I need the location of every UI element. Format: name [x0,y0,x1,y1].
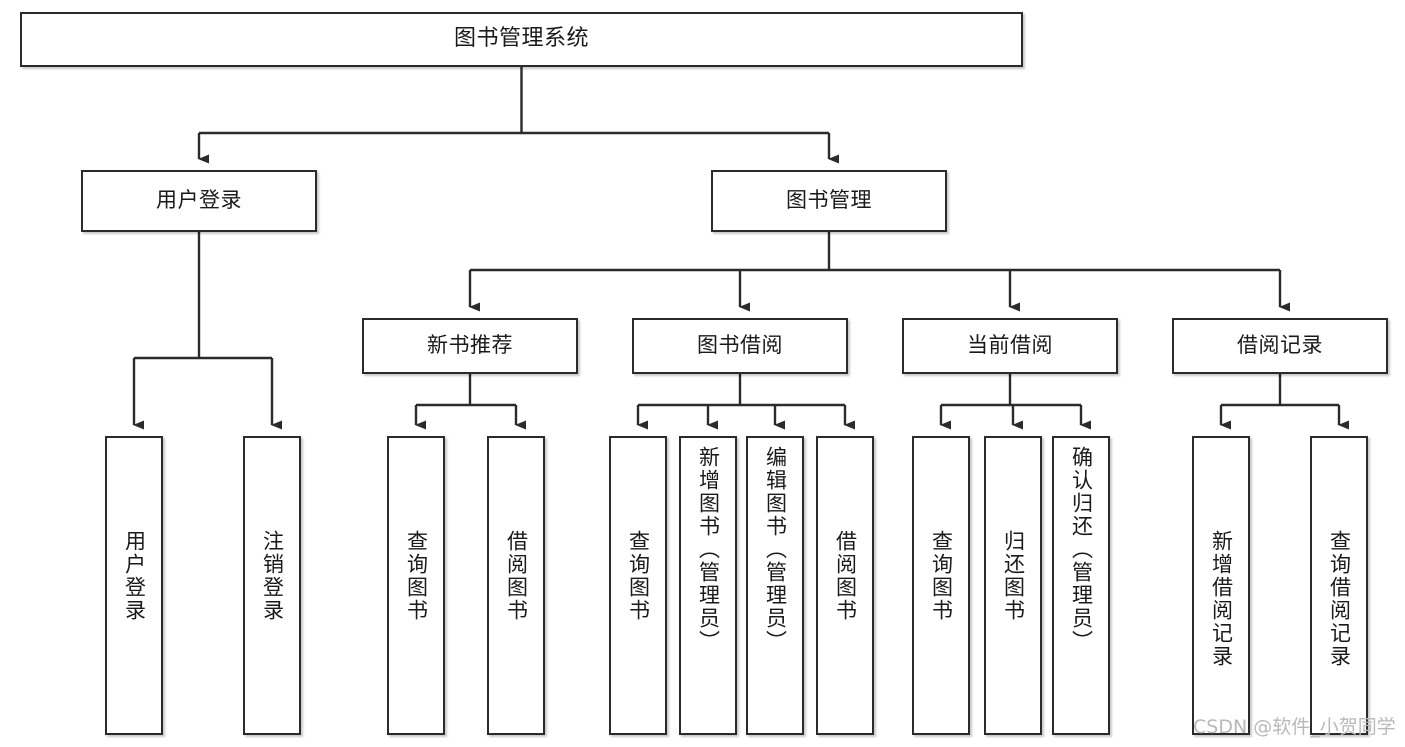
node-l-login[interactable]: 用户登录 [105,436,163,735]
node-label: 用户登录 [122,530,147,622]
node-label: 查询图书 [929,530,954,622]
node-bookmgmt[interactable]: 图书管理 [711,170,947,232]
node-l-confirm[interactable]: 确认归还（管理员） [1052,436,1110,735]
node-l-return[interactable]: 归还图书 [984,436,1042,735]
node-label: 借阅图书 [504,530,529,622]
node-label: 图书管理系统 [453,26,589,52]
node-label: 归还图书 [1001,530,1026,622]
node-label: 当前借阅 [967,333,1053,358]
node-l-addrec[interactable]: 新增借阅记录 [1192,436,1250,735]
node-l-q2[interactable]: 查询图书 [609,436,667,735]
node-label: 查询图书 [404,530,429,622]
node-root[interactable]: 图书管理系统 [20,12,1023,67]
node-l-edit[interactable]: 编辑图书（管理员） [746,436,804,735]
node-label: 图书管理 [786,188,872,213]
node-l-b2[interactable]: 借阅图书 [816,436,874,735]
node-borrow[interactable]: 图书借阅 [632,318,848,374]
node-l-add[interactable]: 新增图书（管理员） [679,436,737,735]
node-label: 查询图书 [626,530,651,622]
watermark-text: CSDN @软件_小贺同学 [1193,716,1396,738]
node-label: 借阅图书 [833,530,858,622]
node-label: 用户登录 [156,188,242,213]
node-label: 编辑图书（管理员） [763,446,788,653]
node-label: 注销登录 [260,530,285,622]
node-l-qrec[interactable]: 查询借阅记录 [1310,436,1368,735]
node-label: 新书推荐 [427,333,513,358]
node-newbooks[interactable]: 新书推荐 [362,318,578,374]
node-label: 新增图书（管理员） [696,446,721,653]
node-l-q1[interactable]: 查询图书 [387,436,445,735]
node-l-q3[interactable]: 查询图书 [912,436,970,735]
node-l-b1[interactable]: 借阅图书 [487,436,545,735]
node-login[interactable]: 用户登录 [81,170,317,232]
node-current[interactable]: 当前借阅 [902,318,1118,374]
node-label: 借阅记录 [1237,333,1323,358]
node-label: 图书借阅 [697,333,783,358]
node-l-logout[interactable]: 注销登录 [243,436,301,735]
node-label: 新增借阅记录 [1209,530,1234,668]
node-records[interactable]: 借阅记录 [1172,318,1388,374]
node-label: 查询借阅记录 [1327,530,1352,668]
node-label: 确认归还（管理员） [1069,446,1094,653]
